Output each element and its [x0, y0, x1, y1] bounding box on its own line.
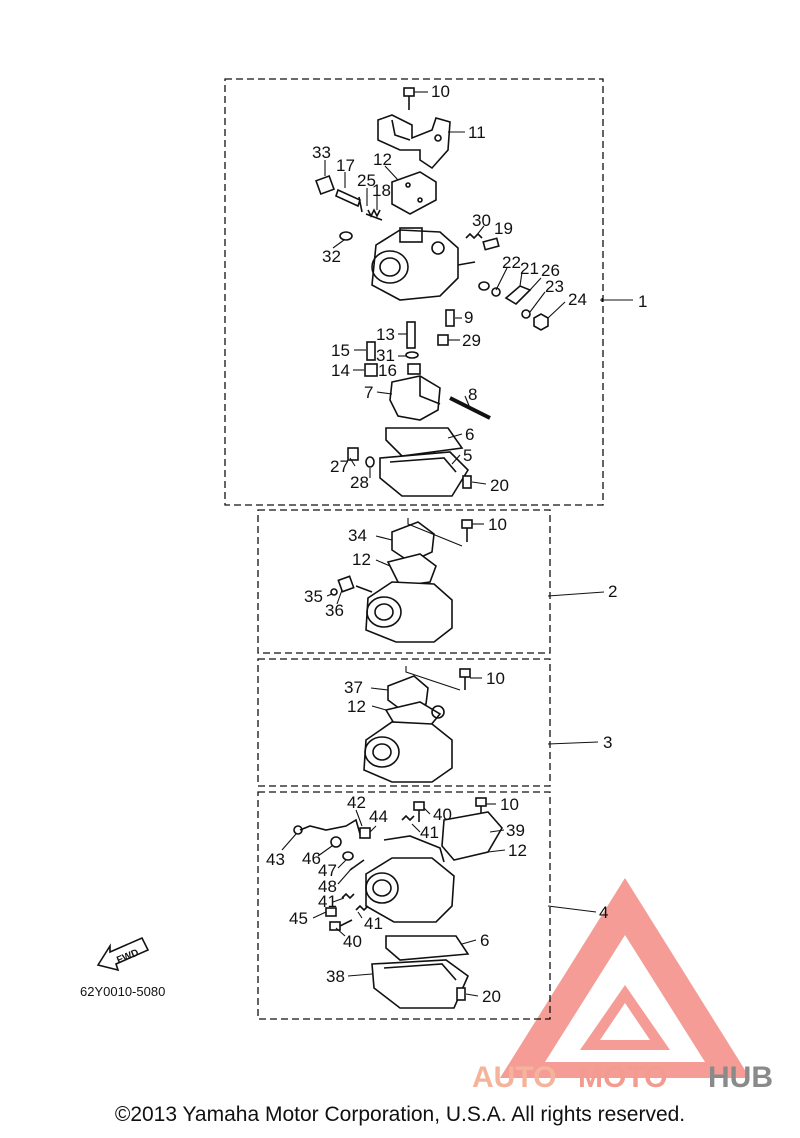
callout-12: 12 [352, 550, 371, 569]
group-4-callouts: 42 40 10 44 41 39 12 43 46 47 48 41 45 4… [266, 793, 608, 1006]
group-1-callouts: 10 11 33 17 12 25 18 30 19 32 22 21 26 2… [312, 82, 647, 495]
callout-41: 41 [364, 914, 383, 933]
callout-1: 1 [638, 292, 647, 311]
callout-7: 7 [364, 383, 373, 402]
callout-10: 10 [488, 515, 507, 534]
callout-25: 25 [357, 171, 376, 190]
callout-41: 41 [420, 823, 439, 842]
callout-18: 18 [372, 181, 391, 200]
callout-37: 37 [344, 678, 363, 697]
callout-12: 12 [508, 841, 527, 860]
callout-41: 41 [318, 892, 337, 911]
watermark-logo: AUTO MOTO HUB [472, 878, 773, 1094]
group-4-leaders [281, 803, 597, 997]
group-3-parts [363, 668, 471, 783]
callout-31: 31 [376, 346, 395, 365]
callout-9: 9 [464, 308, 473, 327]
callout-21: 21 [520, 259, 539, 278]
callout-12: 12 [373, 150, 392, 169]
group-1-leaders [324, 91, 633, 485]
callout-30: 30 [472, 211, 491, 230]
group-3-frame [257, 658, 551, 787]
callout-12: 12 [347, 697, 366, 716]
callout-33: 33 [312, 143, 331, 162]
callout-28: 28 [350, 473, 369, 492]
callout-22: 22 [502, 253, 521, 272]
callout-27: 27 [330, 457, 349, 476]
group-2-callouts: 34 10 12 35 36 2 [304, 515, 617, 620]
copyright-notice: ©2013 Yamaha Motor Corporation, U.S.A. A… [114, 1103, 686, 1126]
callout-4: 4 [599, 903, 608, 922]
callout-19: 19 [494, 219, 513, 238]
callout-40: 40 [433, 805, 452, 824]
drawing-code: 62Y0010-5080 [80, 984, 165, 999]
callout-34: 34 [348, 526, 367, 545]
callout-35: 35 [304, 587, 323, 606]
callout-5: 5 [463, 446, 472, 465]
callout-26: 26 [541, 261, 560, 280]
callout-10: 10 [500, 795, 519, 814]
callout-3: 3 [603, 733, 612, 752]
callout-39: 39 [506, 821, 525, 840]
callout-15: 15 [331, 341, 350, 360]
callout-29: 29 [462, 331, 481, 350]
group-1-parts [315, 87, 549, 497]
callout-20: 20 [482, 987, 501, 1006]
callout-36: 36 [325, 601, 344, 620]
group-2-parts [330, 519, 473, 643]
callout-42: 42 [347, 793, 366, 812]
group-3-callouts: 37 10 12 3 [344, 669, 612, 752]
callout-43: 43 [266, 850, 285, 869]
watermark-text-auto: AUTO [472, 1061, 556, 1094]
watermark-text-moto: MOTO [578, 1061, 667, 1094]
callout-8: 8 [468, 385, 477, 404]
callout-6: 6 [465, 425, 474, 444]
group-2-leaders [326, 518, 605, 605]
callout-10: 10 [431, 82, 450, 101]
callout-32: 32 [322, 247, 341, 266]
callout-44: 44 [369, 807, 388, 826]
callout-11: 11 [468, 123, 486, 142]
callout-24: 24 [568, 290, 587, 309]
fwd-arrow-icon: FWD [96, 936, 150, 972]
watermark-text-hub: HUB [708, 1061, 773, 1094]
callout-40: 40 [343, 932, 362, 951]
callout-48: 48 [318, 877, 337, 896]
callout-45: 45 [289, 909, 308, 928]
group-3-leaders [370, 666, 599, 745]
callout-47: 47 [318, 861, 337, 880]
callout-17: 17 [336, 156, 355, 175]
group-4-frame [257, 791, 551, 1020]
group-1-frame [224, 78, 604, 506]
callout-2: 2 [608, 582, 617, 601]
screw-10 [403, 87, 415, 110]
group-2-frame [257, 509, 551, 654]
callout-20: 20 [490, 476, 509, 495]
callout-13: 13 [376, 325, 395, 344]
callout-6: 6 [480, 931, 489, 950]
callout-23: 23 [545, 277, 564, 296]
callout-14: 14 [331, 361, 350, 380]
callout-16: 16 [378, 361, 397, 380]
callout-38: 38 [326, 967, 345, 986]
callout-10: 10 [486, 669, 505, 688]
callout-46: 46 [302, 849, 321, 868]
